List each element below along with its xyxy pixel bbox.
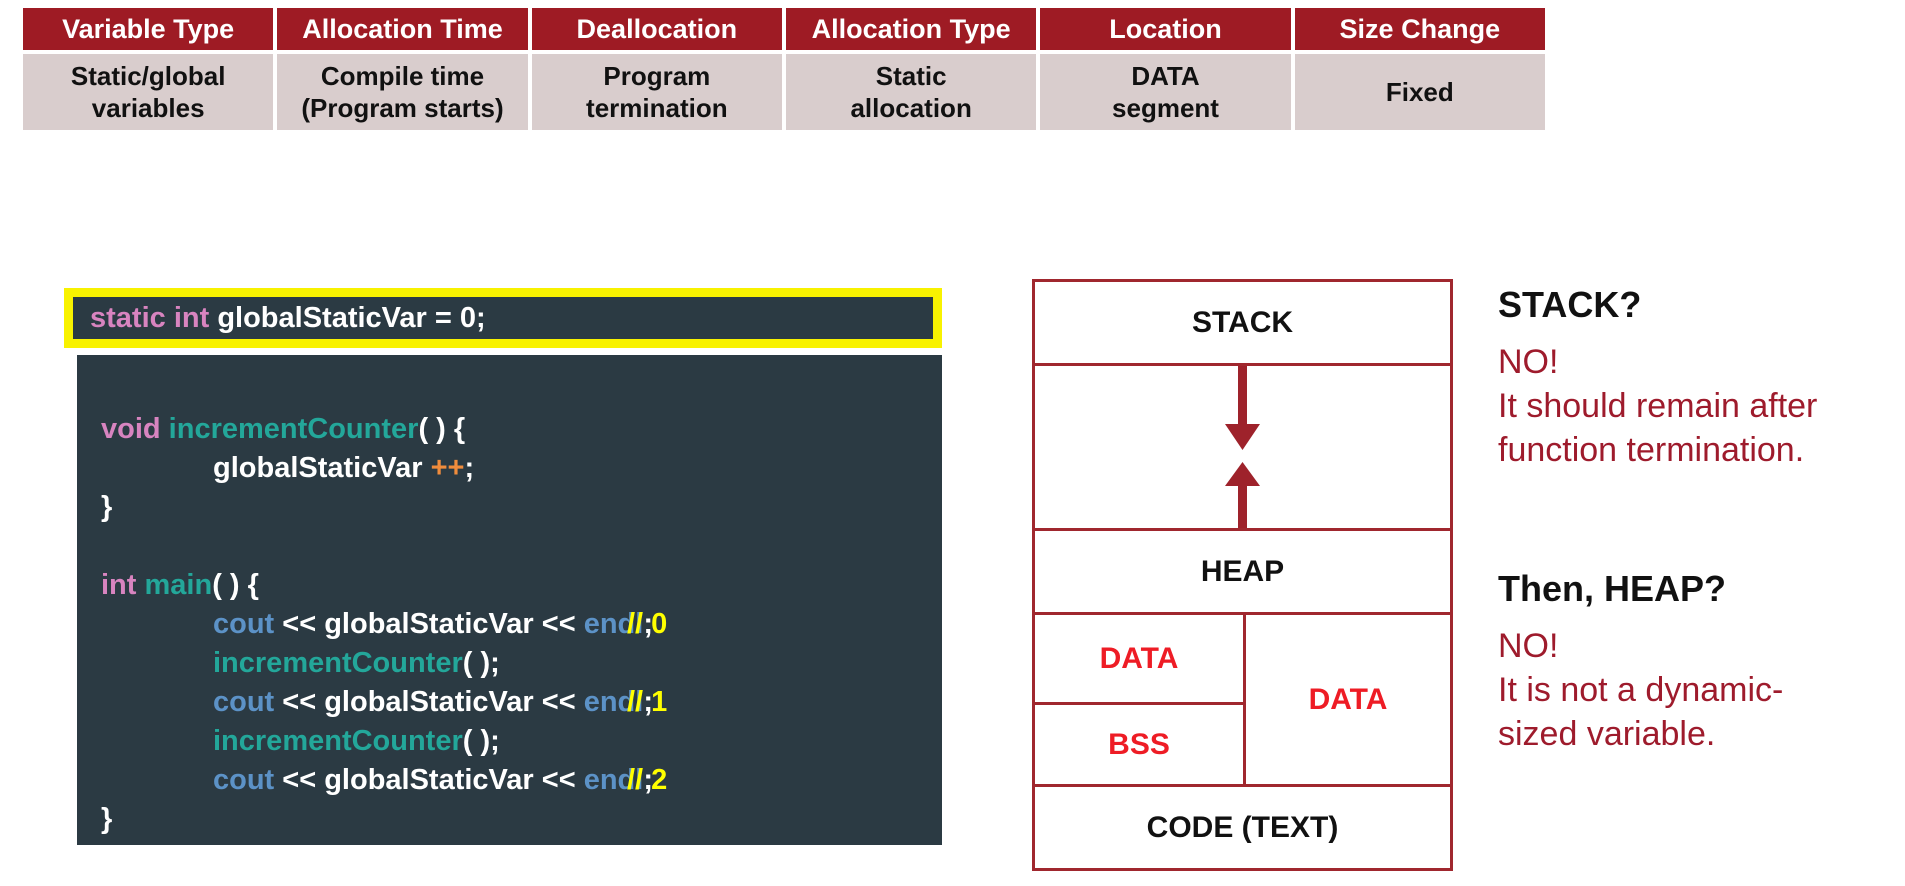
code-highlighted-line: static int globalStaticVar = 0; xyxy=(64,288,942,348)
code-line: incrementCounter( ); xyxy=(101,644,942,683)
stack-question-heading: STACK? xyxy=(1498,284,1642,325)
table-cell: DATA segment xyxy=(1040,54,1291,130)
stack-box: STACK xyxy=(1032,279,1453,366)
code-line: } xyxy=(101,800,942,839)
code-line: int main( ) { xyxy=(101,566,942,605)
code-token: void xyxy=(101,413,169,445)
code-token: static int xyxy=(90,301,218,334)
bss-box: BSS xyxy=(1032,702,1246,787)
code-token: incrementCounter xyxy=(168,413,419,445)
code-token: ( ) { xyxy=(212,569,259,601)
growth-area-box xyxy=(1032,363,1453,531)
bss-label: BSS xyxy=(1108,727,1170,761)
table-header-cell: Size Change xyxy=(1294,8,1545,50)
heap-label: HEAP xyxy=(1200,554,1285,588)
code-token: } xyxy=(101,803,113,835)
code-token: incrementCounter xyxy=(213,647,463,679)
code-token: } xyxy=(101,491,113,523)
heap-box: HEAP xyxy=(1032,528,1453,615)
table-cell: Fixed xyxy=(1294,54,1545,130)
code-line: cout << globalStaticVar << endl;// 1 xyxy=(101,683,942,722)
code-token: cout xyxy=(213,608,275,640)
table-header-cell: Allocation Type xyxy=(785,8,1037,50)
code-token: endl xyxy=(583,608,644,640)
code-line: globalStaticVar ++; xyxy=(101,449,942,488)
memory-layout-diagram: STACK HEAP DATA BSS DATA CODE (TEXT) xyxy=(1032,279,1453,871)
stack-growth-arrow-down xyxy=(1225,366,1260,450)
code-line: cout << globalStaticVar << endl;// 0 xyxy=(101,605,942,644)
table-header-cell: Deallocation xyxy=(531,8,782,50)
code-text-box: CODE (TEXT) xyxy=(1032,784,1453,871)
table-header-cell: Variable Type xyxy=(23,8,274,50)
table-header-cell: Location xyxy=(1040,8,1291,50)
code-token: ( ); xyxy=(462,647,500,679)
heap-question-heading: Then, HEAP? xyxy=(1498,568,1727,609)
data-label: DATA xyxy=(1099,641,1179,675)
data-segment-box: DATA xyxy=(1243,612,1453,787)
code-token: ( ); xyxy=(462,725,500,757)
code-comment: // 0 xyxy=(627,608,668,640)
code-line: } xyxy=(101,488,942,527)
code-token: globalStaticVar = 0; xyxy=(217,301,486,334)
code-token: ; xyxy=(643,686,653,718)
code-line: void incrementCounter( ) { xyxy=(101,410,942,449)
table-cell: Compile time (Program starts) xyxy=(277,54,528,130)
heap-growth-arrow-up xyxy=(1225,462,1260,528)
code-line xyxy=(101,527,942,566)
code-token: ; xyxy=(464,452,475,484)
code-line: incrementCounter( ); xyxy=(101,722,942,761)
code-token: ( ) { xyxy=(418,413,466,445)
code-token: << globalStaticVar << xyxy=(274,608,584,640)
code-token: cout xyxy=(213,764,275,796)
data-segment-label: DATA xyxy=(1308,682,1388,716)
code-comment: // 2 xyxy=(627,764,668,796)
stack-answer-text: NO! It should remain after function term… xyxy=(1498,343,1818,469)
code-token: globalStaticVar xyxy=(213,452,431,484)
code-token: endl xyxy=(583,764,644,796)
code-token: incrementCounter xyxy=(213,725,463,757)
code-token: << globalStaticVar << xyxy=(274,764,584,796)
code-token: main xyxy=(144,569,213,601)
code-line xyxy=(101,371,942,410)
code-token: ; xyxy=(643,764,653,796)
stack-label: STACK xyxy=(1191,305,1294,339)
code-block: void incrementCounter( ) {globalStaticVa… xyxy=(77,355,942,845)
code-text-label: CODE (TEXT) xyxy=(1146,810,1339,844)
code-token: ; xyxy=(643,608,653,640)
code-line: cout << globalStaticVar << endl;// 2 xyxy=(101,761,942,800)
table-cell: Static allocation xyxy=(785,54,1037,130)
code-comment: // 1 xyxy=(627,686,668,718)
table-cell: Program termination xyxy=(531,54,782,130)
code-token: cout xyxy=(213,686,275,718)
heap-answer-text: NO! It is not a dynamic- sized variable. xyxy=(1498,627,1784,753)
growth-arrows xyxy=(1225,366,1260,528)
code-token: endl xyxy=(583,686,644,718)
code-token: ++ xyxy=(430,452,465,484)
table-header-cell: Allocation Time xyxy=(277,8,528,50)
data-box: DATA xyxy=(1032,612,1246,705)
code-token: << globalStaticVar << xyxy=(274,686,584,718)
table-cell: Static/global variables xyxy=(23,54,274,130)
code-token: int xyxy=(101,569,145,601)
